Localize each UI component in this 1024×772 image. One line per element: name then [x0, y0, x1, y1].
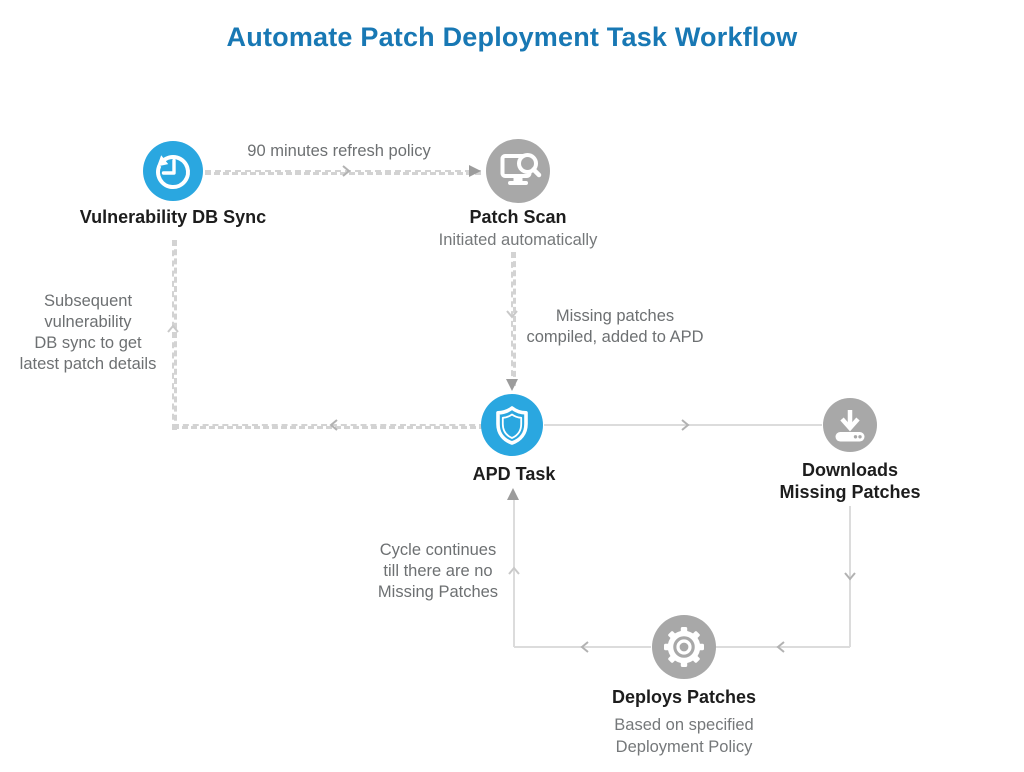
- annotation-cycle-continues: Cycle continues till there are no Missin…: [378, 540, 498, 603]
- node-label-apd-task: APD Task: [472, 464, 556, 484]
- annotation-line: till there are no: [383, 562, 493, 580]
- annotation-line: vulnerability: [44, 313, 132, 331]
- node-label-line: Downloads: [801, 460, 899, 480]
- arrowhead-right-icon: [469, 165, 481, 177]
- chevron-left-icon: [329, 419, 338, 431]
- chevron-up-icon: [167, 324, 179, 333]
- connector-downloads-down: [849, 506, 851, 647]
- gear-icon: [652, 615, 716, 679]
- node-label-vulnerability-db-sync: Vulnerability DB Sync: [79, 207, 267, 227]
- download-icon: [823, 398, 877, 452]
- chevron-right-icon: [342, 165, 351, 177]
- node-subtitle-line: Deployment Policy: [615, 738, 753, 756]
- arrowhead-down-icon: [506, 379, 518, 391]
- connector-cycle-up: [513, 500, 515, 647]
- node-subtitle-patch-scan: Initiated automatically: [438, 231, 598, 249]
- annotation-missing-patches: Missing patches compiled, added to APD: [526, 306, 703, 348]
- annotation-line: Cycle continues: [379, 541, 497, 559]
- connector-apd-to-downloads: [544, 424, 822, 426]
- chevron-down-icon: [506, 310, 518, 319]
- annotation-line: latest patch details: [19, 355, 157, 373]
- annotation-line: Subsequent: [43, 292, 133, 310]
- annotation-line: Missing patches: [555, 307, 675, 325]
- shield-icon: [481, 394, 543, 456]
- node-subtitle-line: Based on specified: [614, 716, 754, 734]
- chevron-left-icon: [580, 641, 589, 653]
- connector-downloads-to-deploys: [713, 646, 850, 648]
- chevron-up-icon: [508, 566, 520, 575]
- monitor-search-icon: [486, 139, 550, 203]
- connector-apd-to-sync-vertical: [172, 240, 177, 430]
- annotation-refresh-policy: 90 minutes refresh policy: [247, 142, 431, 160]
- chevron-left-icon: [776, 641, 785, 653]
- annotation-subsequent-sync: Subsequent vulnerability DB sync to get …: [20, 291, 157, 375]
- node-label-downloads-missing-patches: Downloads Missing Patches: [779, 459, 920, 503]
- chevron-right-icon: [681, 419, 690, 431]
- annotation-line: DB sync to get: [34, 334, 142, 352]
- node-label-patch-scan: Patch Scan: [469, 207, 567, 227]
- node-label-line: Missing Patches: [779, 482, 921, 502]
- annotation-line: Missing Patches: [377, 583, 499, 601]
- node-label-deploys-patches: Deploys Patches: [611, 687, 757, 707]
- node-subtitle-deploys-patches: Based on specified Deployment Policy: [614, 714, 753, 758]
- arrowhead-up-icon: [507, 488, 519, 500]
- page-title: Automate Patch Deployment Task Workflow: [226, 22, 798, 52]
- annotation-line: compiled, added to APD: [526, 328, 704, 346]
- history-icon: [143, 141, 203, 201]
- chevron-down-icon: [844, 572, 856, 581]
